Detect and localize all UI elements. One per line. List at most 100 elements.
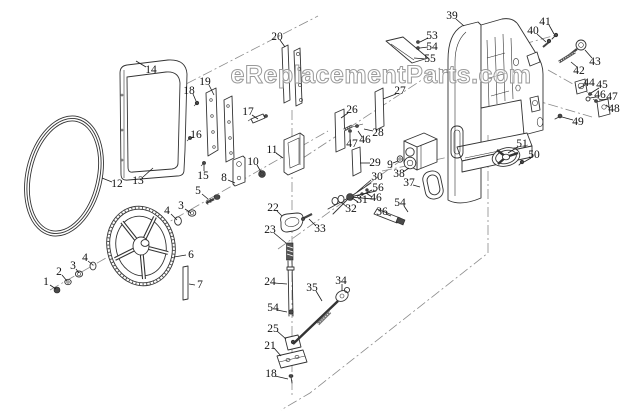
part-number-label: 26 [346, 104, 358, 116]
part-number-label: 54 [394, 197, 406, 209]
part-number-label: 16 [190, 129, 202, 141]
part-number-label: 46 [359, 134, 371, 146]
part-number-label: 3 [70, 260, 76, 272]
leader-line [142, 167, 154, 178]
part-number-label: 17 [242, 106, 254, 118]
leader-line [276, 210, 283, 217]
bolt-5 [205, 194, 221, 206]
part-number-label: 36 [376, 206, 388, 218]
leader-line [192, 93, 197, 102]
leader-line [598, 98, 609, 101]
leader-line [363, 128, 374, 132]
leader-line [208, 84, 215, 96]
leader-line [578, 84, 586, 89]
leader-line [274, 375, 289, 380]
leader-line [455, 18, 465, 27]
part-number-label: 33 [314, 223, 326, 235]
motor [403, 132, 438, 171]
part-number-label: 50 [528, 149, 540, 161]
leader-line [49, 284, 57, 290]
part-number-label: 8 [221, 172, 227, 184]
part-number-label: 4 [164, 205, 170, 217]
part-number-label: 3 [178, 200, 184, 212]
leader-line [385, 213, 392, 217]
part-number-label: 24 [264, 276, 276, 288]
leader-line [184, 208, 192, 214]
screw-18-bottom [288, 374, 294, 384]
leader-line [570, 61, 578, 68]
leader-line [419, 46, 429, 49]
part-number-label: 29 [369, 157, 381, 169]
bearing-block [232, 155, 246, 187]
part-number-label: 41 [539, 16, 551, 28]
frame-ribs [486, 33, 521, 107]
spring-23 [286, 242, 294, 261]
leader-line [340, 112, 349, 119]
pivot-bracket-34 [335, 286, 351, 302]
part-number-label: 4 [82, 252, 88, 264]
screw-50 [518, 159, 525, 166]
leader-line [402, 167, 410, 173]
brush-plate-26 [334, 108, 346, 153]
leader-line [523, 157, 532, 163]
lever-assembly [327, 182, 377, 215]
guide-block [283, 132, 305, 176]
saw-frame-body [447, 18, 544, 204]
leader-line [61, 274, 68, 282]
leader-line [340, 201, 348, 208]
bolt-33 [301, 213, 313, 221]
plate-29 [351, 146, 362, 177]
leader-line [276, 330, 287, 340]
part-number-label: 46 [594, 89, 606, 101]
part-number-label: 22 [267, 202, 279, 214]
leader-line [201, 193, 209, 200]
handwheel-51 [491, 147, 521, 167]
part-number-label: 37 [403, 177, 415, 189]
screw-18-top [193, 100, 200, 107]
part-number-label: 10 [247, 156, 259, 168]
blade-guard [385, 36, 429, 64]
screw-15 [200, 161, 206, 167]
part-number-label: 55 [424, 53, 436, 65]
part-number-label: 54 [426, 41, 438, 53]
part-number-label: 13 [132, 175, 144, 187]
leader-line [276, 309, 288, 313]
leader-line [279, 39, 286, 48]
ring-9 [396, 155, 404, 163]
leader-line [87, 260, 94, 266]
door-panel [119, 59, 188, 181]
bracket-44 [574, 78, 588, 95]
part-number-label: 47 [606, 91, 618, 103]
leader-line [315, 290, 323, 302]
leader-line [382, 93, 397, 100]
part-number-label: 51 [516, 138, 528, 150]
part-number-label: 47 [346, 138, 358, 150]
leader-line [361, 189, 373, 196]
screw-40 [542, 38, 552, 48]
leader-line [590, 87, 600, 94]
screw-41 [551, 32, 559, 40]
leader-line [273, 282, 288, 285]
leader-line [188, 283, 196, 286]
leader-line [351, 197, 359, 203]
part-number-label: 39 [446, 10, 458, 22]
rod-24 [286, 260, 295, 317]
part-number-label: 18 [183, 85, 195, 97]
leader-line [507, 146, 519, 154]
leader-line [561, 116, 574, 121]
pin-45 [588, 92, 592, 96]
leader-line [273, 232, 287, 244]
leader-line [308, 218, 317, 227]
leader-line [356, 179, 372, 193]
part-number-label: 18 [265, 368, 277, 380]
part-number-label: 21 [264, 340, 276, 352]
leader-line [256, 164, 262, 173]
leader-line [584, 49, 593, 59]
part-number-label: 38 [393, 168, 405, 180]
part-number-label: 32 [345, 203, 357, 215]
strip-36 [373, 208, 406, 226]
part-number-label: 56 [372, 182, 384, 194]
pin-17 [247, 113, 268, 124]
part-number-label: 2 [56, 266, 62, 278]
